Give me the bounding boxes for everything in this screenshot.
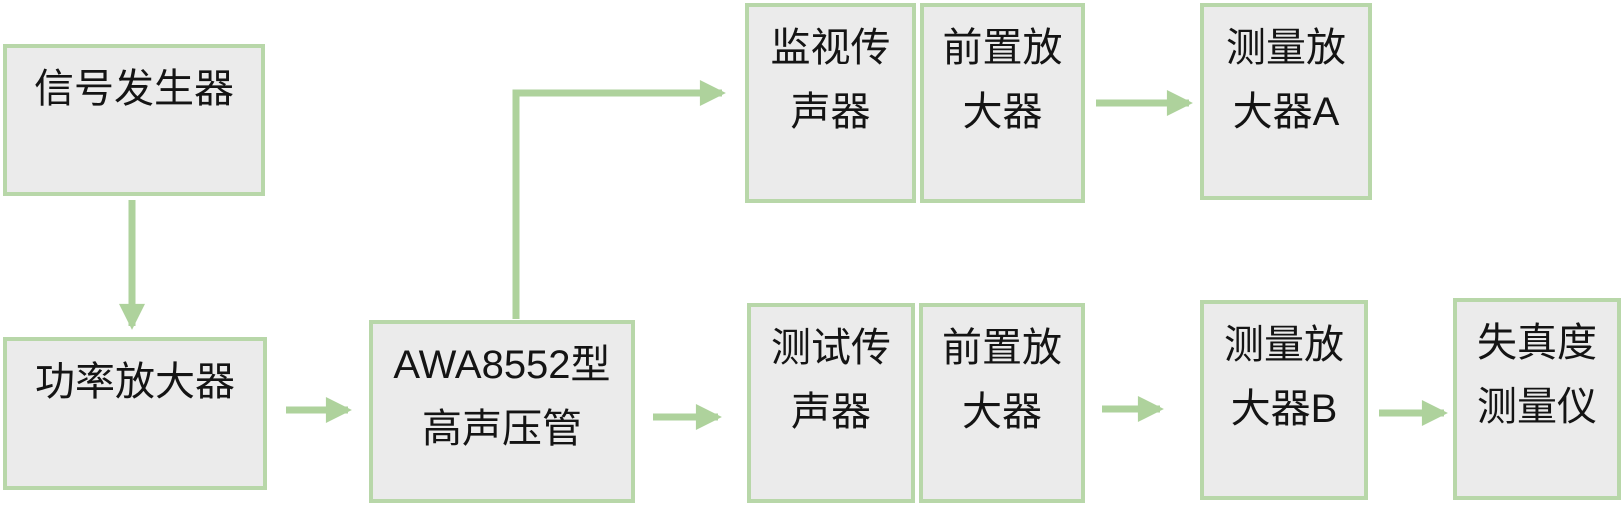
node-label: 功率放大器 [35, 360, 235, 404]
node-label: 测试传 [771, 326, 891, 370]
arrow-awa-to-monitor-mic [512, 80, 726, 319]
node-label: 大器 [962, 90, 1043, 134]
node-label: 失真度 [1477, 321, 1597, 365]
node-label: 测量仪 [1477, 385, 1597, 429]
node-test-microphone: 测试传 声器 [747, 303, 915, 503]
node-label: 测量放 [1224, 323, 1344, 367]
node-measuring-amp-a: 测量放 大器A [1200, 3, 1372, 200]
node-label: 信号发生器 [34, 67, 234, 111]
node-label: 高声压管 [422, 407, 582, 451]
node-label: 大器A [1232, 90, 1340, 134]
node-label: 测量放 [1226, 26, 1346, 70]
node-preamp-bottom: 前置放 大器 [919, 303, 1085, 503]
node-monitor-microphone: 监视传 声器 [745, 3, 916, 203]
node-awa-tube: AWA8552型 高声压管 [369, 320, 635, 503]
node-measuring-amp-b: 测量放 大器B [1200, 300, 1368, 500]
node-label: 声器 [790, 90, 871, 134]
node-label: 前置放 [942, 26, 1063, 70]
node-power-amplifier: 功率放大器 [3, 337, 267, 490]
node-label: 声器 [791, 390, 871, 434]
node-preamp-top: 前置放 大器 [920, 3, 1085, 203]
node-label: 监视传 [770, 26, 891, 70]
node-label: 大器B [1230, 387, 1338, 431]
node-distortion-meter: 失真度 测量仪 [1453, 298, 1621, 500]
node-label: 大器 [962, 390, 1042, 434]
node-signal-generator: 信号发生器 [3, 44, 265, 196]
node-label: AWA8552型 [393, 343, 611, 387]
node-label: 前置放 [942, 326, 1062, 370]
